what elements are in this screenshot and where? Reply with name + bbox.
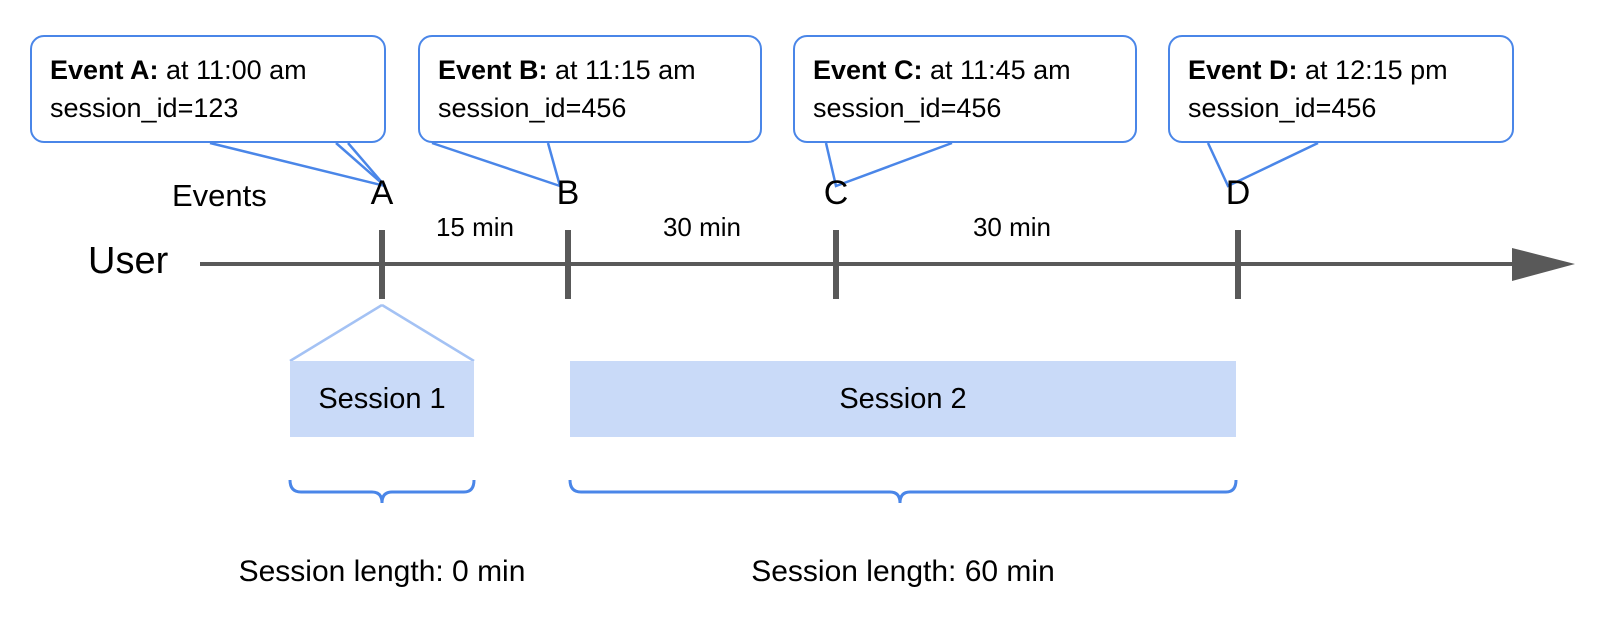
callout-a-line2: session_id=123 xyxy=(50,93,239,124)
event-letter-b: B xyxy=(556,174,580,212)
user-lane-label: User xyxy=(88,240,169,282)
session-bar-1: Session 1 xyxy=(290,361,474,437)
callout-event-b: Event B: at 11:15 am session_id=456 xyxy=(418,35,762,143)
callout-a-line1: Event A: at 11:00 am xyxy=(50,55,307,85)
session-bar-2: Session 2 xyxy=(570,361,1236,437)
session2-brace xyxy=(568,479,1238,504)
session1-brace xyxy=(288,479,476,504)
callout-tail-b xyxy=(431,141,562,188)
callout-c-line1: Event C: at 11:45 am xyxy=(813,55,1071,85)
gap-label-a-b: 15 min xyxy=(435,212,515,242)
event-letter-d: D xyxy=(1225,174,1251,212)
callout-event-c: Event C: at 11:45 am session_id=456 xyxy=(793,35,1137,143)
event-letter-a: A xyxy=(370,174,394,212)
gap-label-c-d: 30 min xyxy=(972,212,1052,242)
callout-event-a: Event A: at 11:00 am session_id=123 xyxy=(30,35,386,143)
callout-d-line2: session_id=456 xyxy=(1188,93,1377,124)
callout-event-d: Event D: at 12:15 pm session_id=456 xyxy=(1168,35,1514,143)
gap-label-b-c: 30 min xyxy=(662,212,742,242)
callout-b-line2: session_id=456 xyxy=(438,93,627,124)
session-2-length-label: Session length: 60 min xyxy=(751,555,1055,588)
callout-b-line1: Event B: at 11:15 am xyxy=(438,55,696,85)
callout-c-line2: session_id=456 xyxy=(813,93,1002,124)
session-1-length-label: Session length: 0 min xyxy=(238,555,526,588)
session1-funnel xyxy=(289,303,475,363)
event-letter-c: C xyxy=(823,174,849,212)
callout-d-line1: Event D: at 12:15 pm xyxy=(1188,55,1448,85)
user-timeline-axis xyxy=(200,248,1575,281)
events-lane-label: Events xyxy=(172,178,267,213)
